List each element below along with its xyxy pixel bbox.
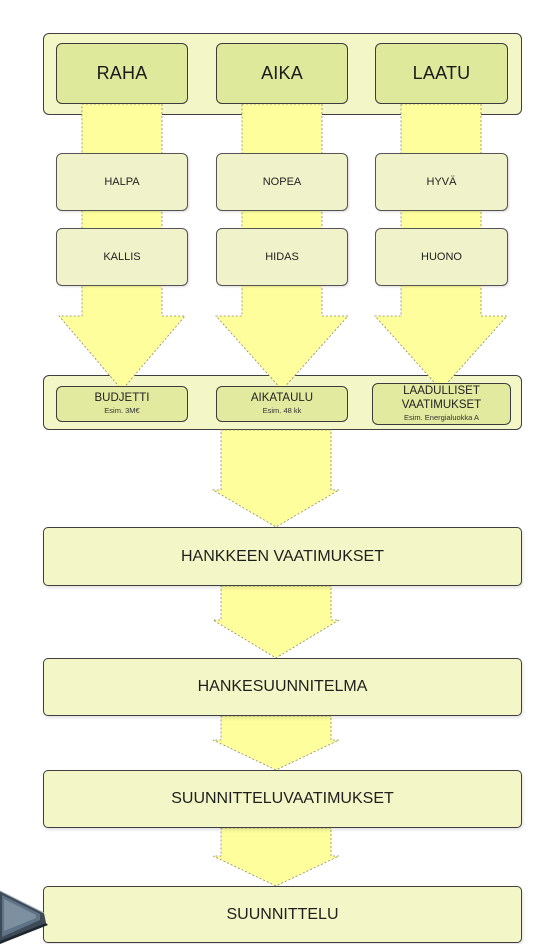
requirement-aikataulu: AIKATAULU Esim. 48 kk <box>216 386 348 422</box>
stage-hankesuunnitelma: HANKESUUNNITELMA <box>43 658 522 716</box>
stage-label: SUUNNITTELU <box>226 905 339 923</box>
option-kallis: KALLIS <box>56 228 188 286</box>
header-label: AIKA <box>261 63 303 83</box>
requirement-title: BUDJETTI <box>94 392 150 405</box>
header-aika: AIKA <box>216 43 348 104</box>
header-laatu: LAATU <box>375 43 508 104</box>
flow-arrow-to-hankkeen <box>211 429 341 528</box>
option-huono: HUONO <box>375 228 508 286</box>
option-nopea: NOPEA <box>216 153 348 211</box>
option-label: HIDAS <box>265 251 299 263</box>
flow-arrow-to-suunnittelu <box>212 827 340 887</box>
requirement-laadulliset: LAADULLISET VAATIMUKSET Esim. Energialuo… <box>372 383 511 425</box>
requirement-example: Esim. 3M€ <box>104 406 140 416</box>
header-label: LAATU <box>412 63 471 83</box>
option-label: KALLIS <box>103 251 141 263</box>
flow-arrow-to-hankesuunnitelma <box>211 585 341 659</box>
stage-label: HANKKEEN VAATIMUKSET <box>181 547 384 565</box>
header-label: RAHA <box>96 63 148 83</box>
laptop-icon <box>0 890 48 944</box>
requirement-example: Esim. Energialuokka A <box>403 412 480 422</box>
option-label: HUONO <box>421 251 462 263</box>
option-hyva: HYVÄ <box>375 153 508 211</box>
requirement-example: Esim. 48 kk <box>262 406 302 416</box>
option-label: HALPA <box>104 176 140 188</box>
stage-suunnittelu: SUUNNITTELU <box>43 886 522 943</box>
option-hidas: HIDAS <box>216 228 348 286</box>
flow-arrow-to-suunnitteluvaatimukset <box>212 715 340 771</box>
stage-label: SUUNNITTELUVAATIMUKSET <box>171 790 394 807</box>
option-label: HYVÄ <box>426 176 457 188</box>
option-label: NOPEA <box>262 176 302 188</box>
requirement-title-line1: LAADULLISET <box>403 385 480 398</box>
stage-label: HANKESUUNNITELMA <box>197 678 368 695</box>
requirement-title: AIKATAULU <box>250 392 314 405</box>
stage-hankkeen-vaatimukset: HANKKEEN VAATIMUKSET <box>43 527 522 586</box>
header-raha: RAHA <box>56 43 188 104</box>
stage-suunnitteluvaatimukset: SUUNNITTELUVAATIMUKSET <box>43 770 522 828</box>
requirement-budjetti: BUDJETTI Esim. 3M€ <box>56 386 188 422</box>
option-halpa: HALPA <box>56 153 188 211</box>
requirement-title-line2: VAATIMUKSET <box>401 398 482 411</box>
